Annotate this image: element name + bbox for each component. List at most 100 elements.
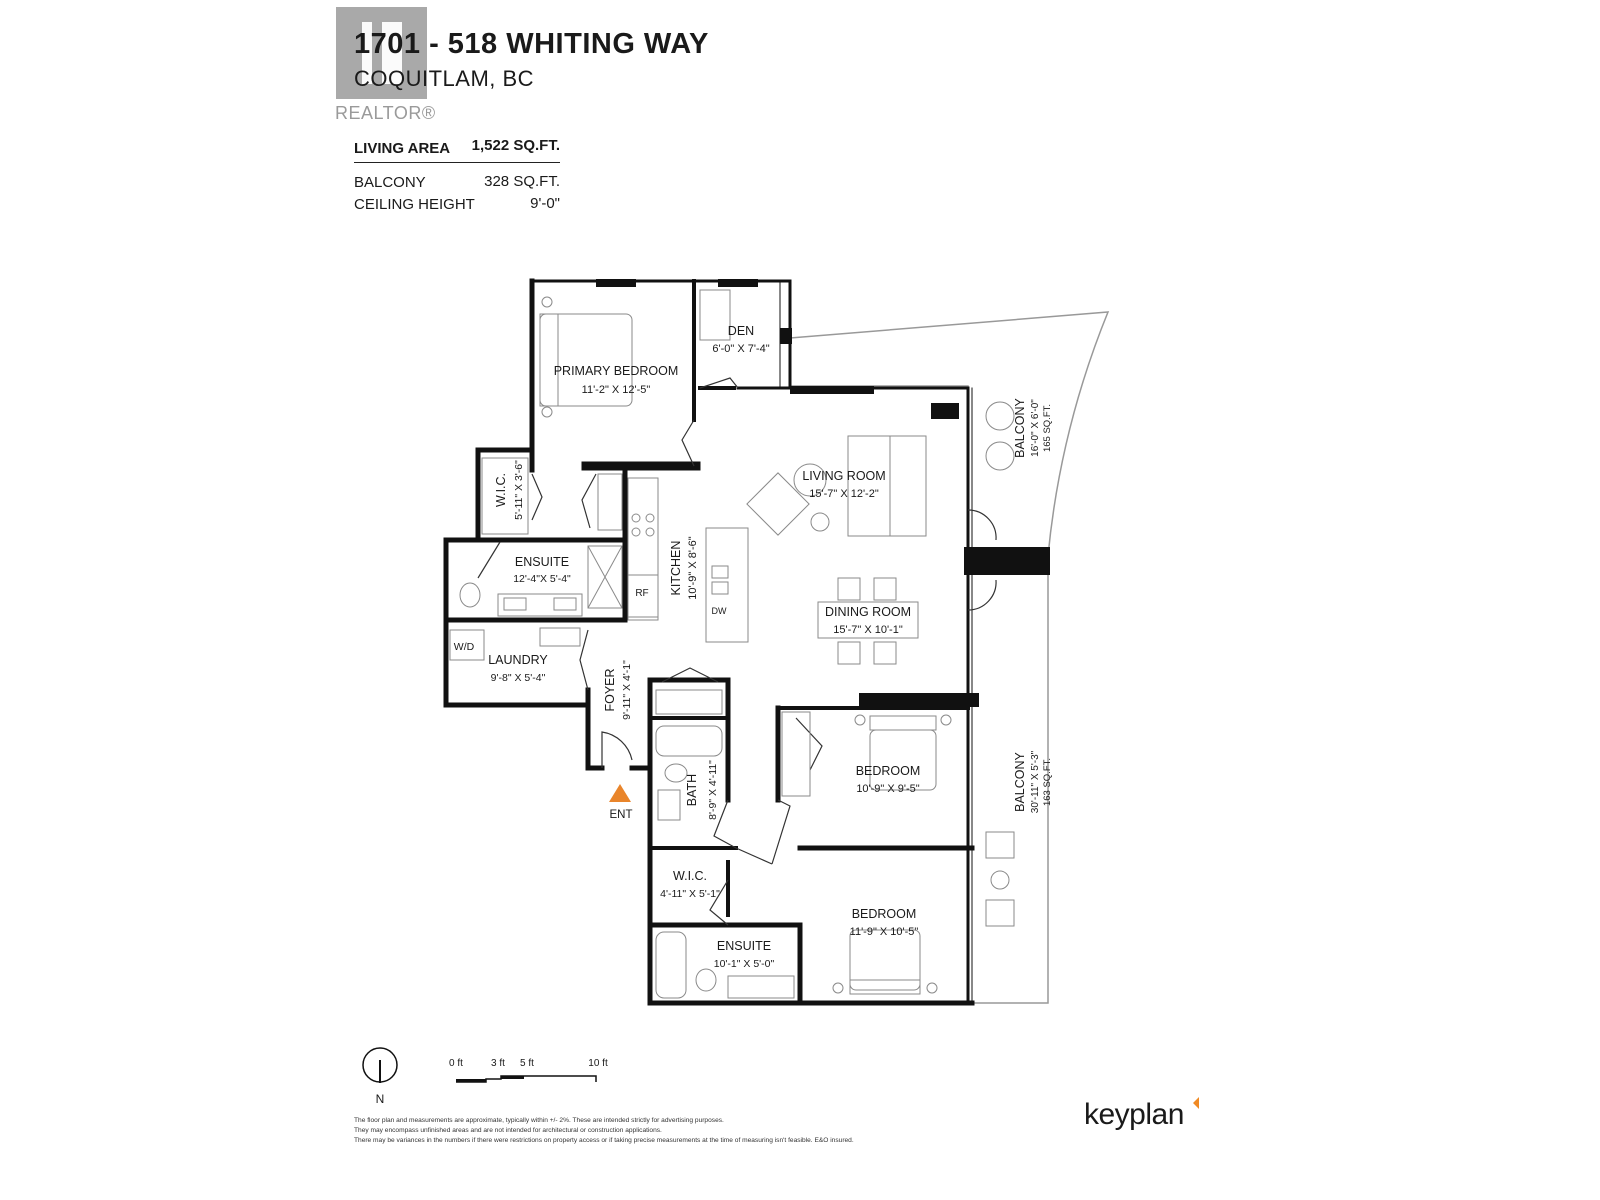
bed3-bed [849,929,921,991]
room-labels: DEN 6'-0" X 7'-4" PRIMARY BEDROOM 11'-2"… [454,324,1053,970]
bathtub [655,725,723,757]
bedroom-3-name: BEDROOM [852,907,917,921]
balcony1-chair-1 [985,401,1015,431]
bath-name: BATH [685,774,699,806]
wic-2-dims: 4'-11" X 5'-1" [660,888,720,900]
balcony2-chair-2 [985,899,1015,927]
disclaimer-line-3: There may be variances in the numbers if… [354,1137,854,1144]
foyer-name: FOYER [603,668,617,711]
primary-lamp-2 [541,406,553,418]
ensuite-toilet [459,582,481,608]
kitchen-name: KITCHEN [669,541,683,596]
stat-value-balcony: 328 SQ.FT. [484,173,560,190]
stat-label-balcony: BALCONY [354,174,426,191]
closet-door-primary [581,473,597,529]
bed2-headboard [869,715,937,731]
balcony-1-dims: 16'-0" X 6'-0" [1030,399,1041,457]
wic-primary-name: W.I.C. [494,473,508,507]
bed2-lamp-2 [940,714,952,726]
closet-door-bed2 [795,717,823,771]
ensuite-door [477,541,501,579]
balcony-2-name: BALCONY [1013,751,1027,811]
bed3-door [735,847,773,865]
ensuite-sink-2 [553,597,577,611]
bedroom-2-dims: 10'-9" X 9'-5" [856,783,919,795]
primary-bedroom-name: PRIMARY BEDROOM [554,364,679,378]
wall-header-living [790,386,874,394]
balcony-door-north [967,509,997,541]
ensuite2-toilet [695,968,717,992]
doors [477,377,997,926]
coffee-table [793,463,827,497]
dining-chair-3 [837,641,861,665]
primary-door [681,419,695,467]
dining-table [817,601,919,639]
washer-dryer-label: W/D [454,641,475,653]
wall-pillar [931,403,959,419]
entry-door [601,731,633,768]
kitchen-sink-1 [711,565,729,579]
scale-bar-seg-1 [456,1079,486,1082]
bed2-door [771,799,791,865]
page-title: 1701 - 518 WHITING WAY [354,28,709,60]
bath-toilet [664,763,688,783]
brand-accent-icon [1193,1097,1199,1109]
kitchen-dims: 10'-9" X 8'-6" [687,536,699,599]
bedroom-2-name: BEDROOM [856,764,921,778]
laundry-sink [539,627,581,647]
hall-closet [655,689,723,715]
ensuite2-tub [655,931,687,999]
balcony2-table [990,870,1010,890]
north-label: N [376,1092,385,1106]
primary-bedroom-dims: 11'-2" X 12'-5" [582,384,651,396]
ensuite-sink-1 [503,597,527,611]
balcony-1-area: 165 SQ.FT. [1042,404,1053,452]
realtor-logo-stem [372,22,382,84]
brand-name: keyplan [1084,1098,1184,1131]
balcony-1-name: BALCONY [1013,397,1027,457]
bed2-bed [869,729,937,791]
dining-room-dims: 15'-7" X 10'-1" [833,624,903,636]
wic-primary-dims: 5'-11" X 3'-6" [513,460,525,520]
entry-label: ENT [610,809,633,821]
kitchen-sink-2 [711,581,729,595]
scale-label-0: 0 ft [449,1058,463,1069]
wic-door [531,473,543,521]
armchair [746,472,810,536]
scale-bar: 0 ft 3 ft 5 ft 10 ft [449,1058,608,1083]
shower-drain-2 [587,545,623,609]
ensuite-primary-dims: 12'-4"X 5'-4" [513,573,571,585]
ensuite-2-name: ENSUITE [717,939,771,953]
stat-value-living-area: 1,522 SQ.FT. [471,137,560,154]
bath-door [713,799,737,849]
balcony2-chair-1 [985,831,1015,859]
entry-marker [609,784,631,802]
ensuite-primary-name: ENSUITE [515,555,569,569]
balcony-door-south [967,579,997,611]
wall-column [964,547,1050,575]
bed3-headboard [849,979,921,995]
wic2-door [709,879,729,926]
living-room-name: LIVING ROOM [802,469,885,483]
stat-label-ceiling-height: CEILING HEIGHT [354,196,475,213]
cooktop-burner-1 [631,513,641,523]
closet-door-hall [661,667,719,683]
bedroom-3-dims: 11'-9" X 10'-5" [850,926,919,938]
refrigerator [627,574,659,618]
bed2-closet [781,711,811,797]
laundry-door [579,629,589,691]
dishwasher-label: DW [712,606,727,616]
balcony-2-area: 163 SQ.FT. [1042,758,1053,806]
sofa-chaise [889,435,927,537]
scale-label-5: 5 ft [520,1058,534,1069]
bed2-lamp-1 [854,714,866,726]
cooktop-burner-2 [645,513,655,523]
walls [443,278,1050,1006]
dining-chair-1 [837,577,861,601]
laundry-name: LAUNDRY [488,653,548,667]
den-door [699,377,739,389]
wall-header-den [718,279,758,287]
foyer-dims: 9'-11" X 4'-1" [621,660,633,720]
wic-shelving [481,457,529,535]
